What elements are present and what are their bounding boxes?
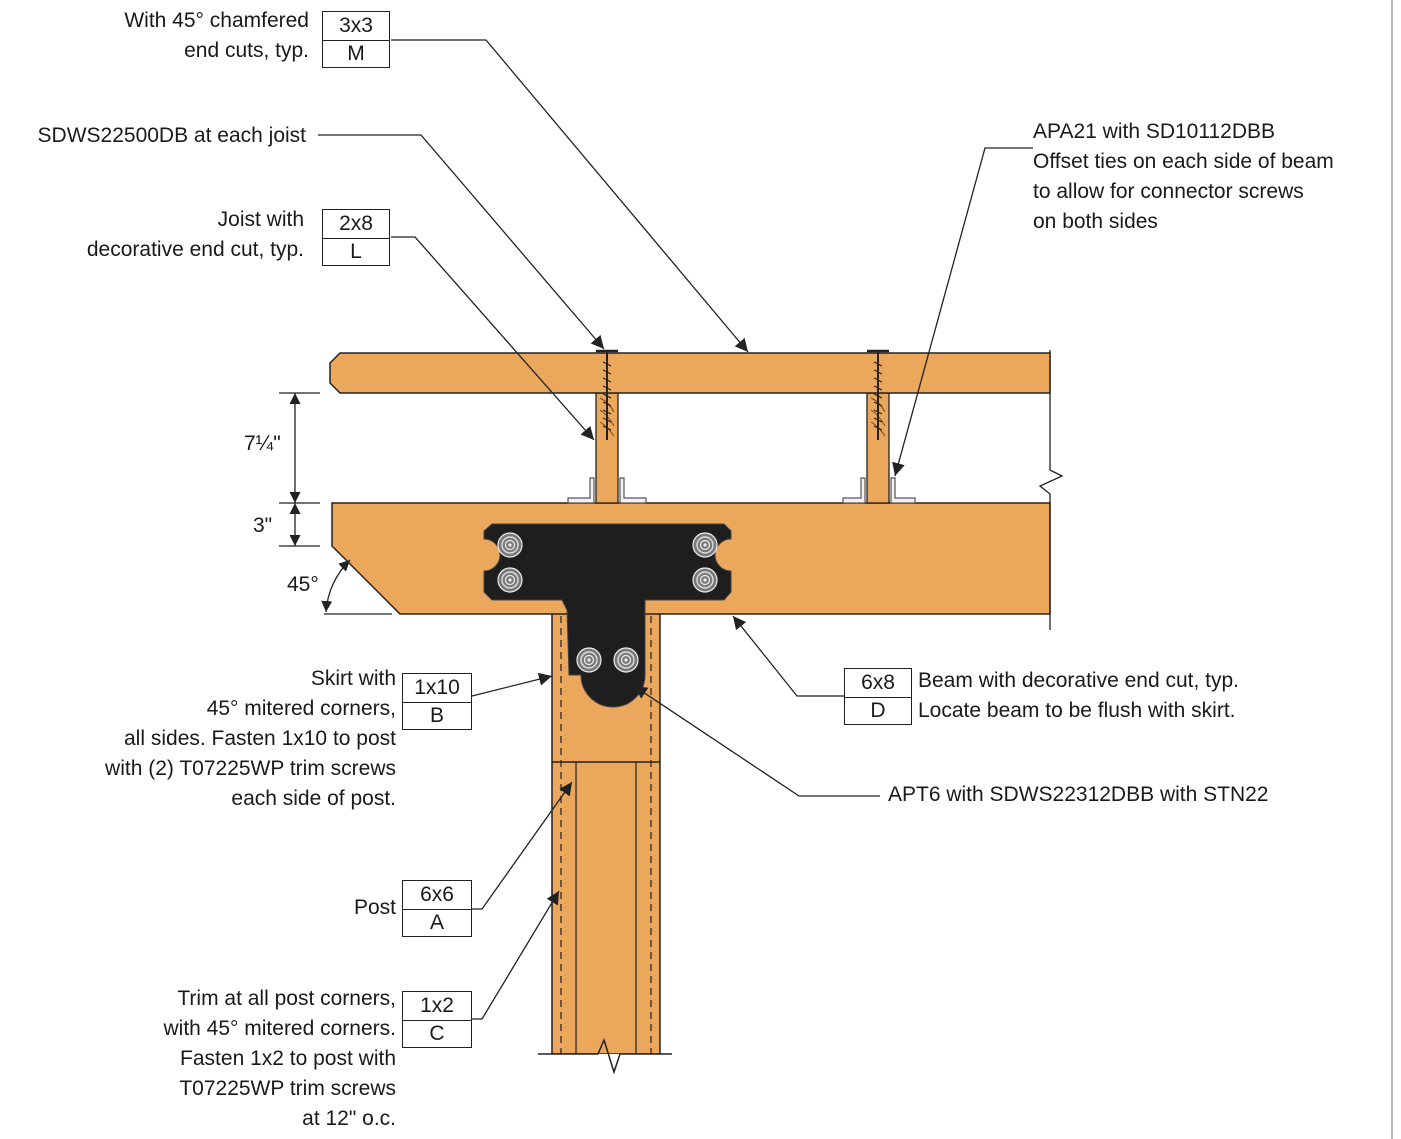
- leader-joist: [391, 236, 595, 441]
- leader-post: [472, 781, 573, 910]
- tag-size: 3x3: [323, 12, 389, 41]
- dimension-lines: [279, 392, 392, 615]
- break-mask: [540, 1054, 675, 1094]
- tag-post: 6x6 A: [402, 880, 472, 937]
- top-rail: [329, 352, 1051, 394]
- leader-apt6: [633, 685, 880, 797]
- dim-angle: 45°: [287, 573, 319, 596]
- dim-offset: 3": [253, 514, 273, 537]
- apa21-tie-left: [567, 477, 647, 504]
- tag-letter: B: [429, 704, 444, 727]
- dim-joist-depth: 7¼": [244, 432, 281, 455]
- apa21-note: APA21 with SD10112DBB Offset ties on eac…: [1033, 120, 1334, 233]
- post-break-line: [538, 1037, 672, 1075]
- tag-letter: D: [870, 699, 886, 722]
- tag-letter: C: [429, 1022, 445, 1045]
- leader-top-rail: [391, 39, 749, 353]
- tag-letter: L: [350, 240, 362, 263]
- leader-trim: [472, 890, 560, 1020]
- tag-size: 1x2: [403, 992, 471, 1021]
- leader-skirt: [471, 672, 553, 697]
- joist-note: Joist with decorative end cut, typ.: [86, 208, 304, 261]
- beam-break-line: [1038, 469, 1064, 630]
- screw-left: [596, 349, 618, 440]
- tag-letter: A: [429, 911, 444, 934]
- tag-size: 1x10: [403, 674, 471, 703]
- tag-size: 2x8: [323, 210, 389, 239]
- tag-joist: 2x8 L: [322, 209, 390, 266]
- leader-lines: [318, 39, 1033, 1020]
- apa21-tie-right: [842, 477, 916, 504]
- tag-letter: M: [347, 42, 365, 65]
- top-rail-body: [329, 352, 1051, 394]
- chamfered-note: With 45° chamfered end cuts, typ.: [124, 9, 309, 62]
- leader-sdws-joist: [318, 134, 605, 350]
- tag-beam: 6x8 D: [844, 668, 912, 725]
- post-note: Post: [353, 896, 396, 919]
- tag-skirt: 1x10 B: [402, 673, 472, 730]
- trim-note: Trim at all post corners, with 45° miter…: [163, 987, 397, 1130]
- beam-note: Beam with decorative end cut, typ. Locat…: [918, 669, 1239, 722]
- tag-size: 6x8: [845, 669, 911, 698]
- sdws-joist-note: SDWS22500DB at each joist: [37, 124, 306, 147]
- leader-beam: [732, 615, 844, 697]
- tag-trim: 1x2 C: [402, 991, 472, 1048]
- tag-top-rail: 3x3 M: [322, 11, 390, 68]
- tag-size: 6x6: [403, 881, 471, 910]
- leader-apa21: [892, 147, 1033, 477]
- apt6-plate: [483, 523, 732, 708]
- apt6-note: APT6 with SDWS22312DBB with STN22: [888, 783, 1269, 806]
- skirt-note: Skirt with 45° mitered corners, all side…: [105, 667, 396, 810]
- screw-right: [867, 349, 889, 440]
